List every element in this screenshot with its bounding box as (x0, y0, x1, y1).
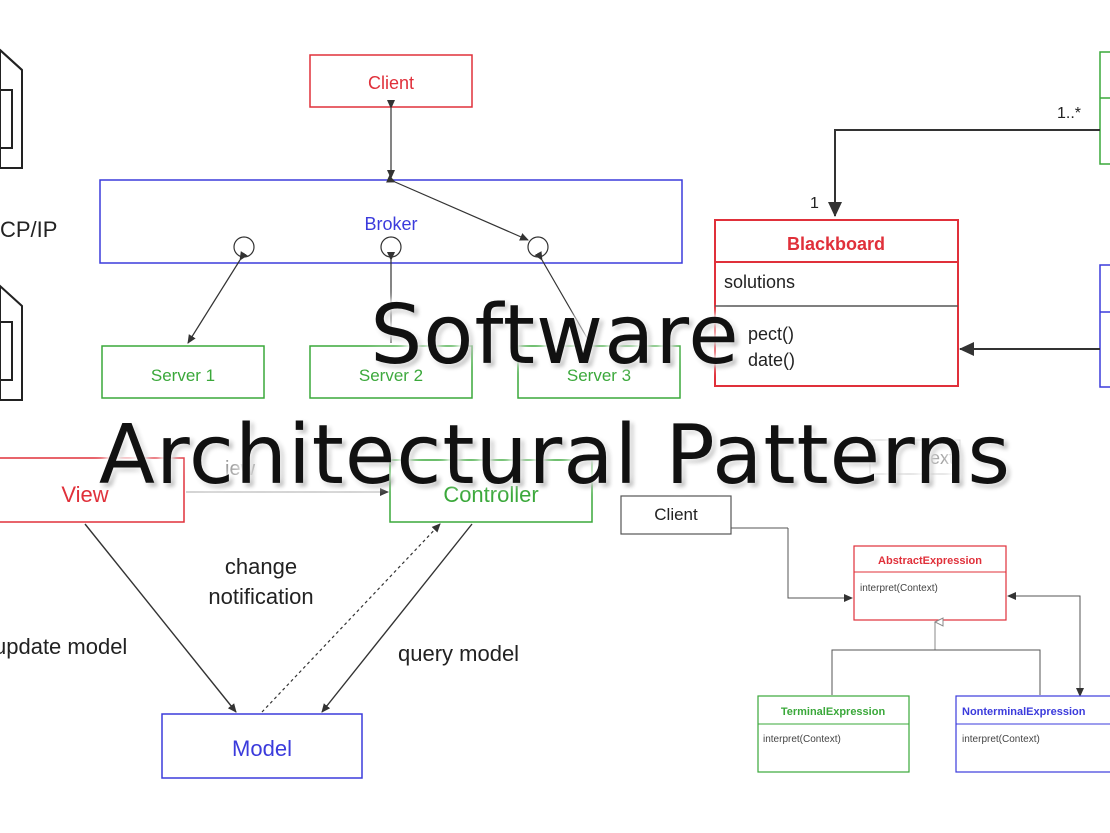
abstract-expression-title: AbstractExpression (878, 555, 982, 567)
terminal-expression-box (757, 695, 910, 773)
title-line-2: Architectural Patterns (98, 408, 1012, 503)
controller-box (389, 459, 593, 523)
multiplicity-top: 1..* (1057, 105, 1081, 122)
server-3-label: Server 3 (567, 366, 631, 385)
port1-server1-link (187, 251, 248, 344)
change-notification-line2: notification (208, 584, 313, 609)
client-abstract-link (787, 528, 853, 602)
knowledge-to-blackboard-link (828, 129, 1100, 217)
network-node-top (0, 48, 23, 169)
nonterminal-expression-box (955, 695, 1110, 773)
model-notify-link (261, 523, 441, 713)
aggregation-link (1007, 592, 1081, 696)
multiplicity-bottom: 1 (810, 195, 819, 212)
client-label: Client (368, 73, 414, 93)
blackboard-box (714, 219, 959, 387)
model-label: Model (232, 736, 292, 761)
nonterminal-expression-title: NonterminalExpression (962, 706, 1086, 718)
broker-port-1 (233, 236, 255, 258)
view-box (0, 457, 185, 523)
broker-label: Broker (364, 214, 417, 234)
client-box (309, 54, 473, 108)
server-2-box (309, 345, 473, 399)
view-fragment-label: iew (225, 458, 256, 480)
blackboard-title: Blackboard (787, 234, 885, 254)
terminal-expression-method: interpret(Context) (763, 734, 841, 745)
interpreter-client-label: Client (654, 505, 698, 524)
title-line-1: Software (370, 288, 740, 383)
server-3-box (517, 345, 681, 399)
blackboard-attribute: solutions (724, 272, 795, 292)
broker-client-diag (386, 175, 529, 241)
network-node-bottom (0, 284, 23, 401)
server-1-box (101, 345, 265, 399)
knowledge-source-box-top (1099, 51, 1110, 165)
nonterminal-expression-method: interpret(Context) (962, 734, 1040, 745)
blackboard-method-1: pect() (748, 324, 794, 344)
controller-model-link (321, 523, 473, 713)
protocol-label: CP/IP (0, 217, 57, 242)
server-1-label: Server 1 (151, 366, 215, 385)
fragment-box (869, 439, 961, 475)
server-2-label: Server 2 (359, 366, 423, 385)
port3-server3-link (534, 251, 591, 344)
abstract-expression-box (853, 545, 1007, 621)
view-model-link (84, 523, 237, 713)
abstract-expression-method: interpret(Context) (860, 583, 938, 594)
interpreter-client-box (620, 495, 732, 535)
controller-label: Controller (443, 482, 538, 507)
blackboard-method-2: date() (748, 350, 795, 370)
broker-port-2 (380, 236, 402, 258)
inheritance-bar (831, 649, 1041, 695)
terminal-expression-title: TerminalExpression (781, 706, 886, 718)
model-box (161, 713, 363, 779)
update-model-label: update model (0, 634, 127, 659)
fragment-right-label: ext (930, 448, 954, 468)
query-model-label: query model (398, 641, 519, 666)
change-notification-line1: change (225, 554, 297, 579)
control-box-right (1099, 264, 1110, 388)
broker-port-3 (527, 236, 549, 258)
view-label: View (61, 482, 108, 507)
